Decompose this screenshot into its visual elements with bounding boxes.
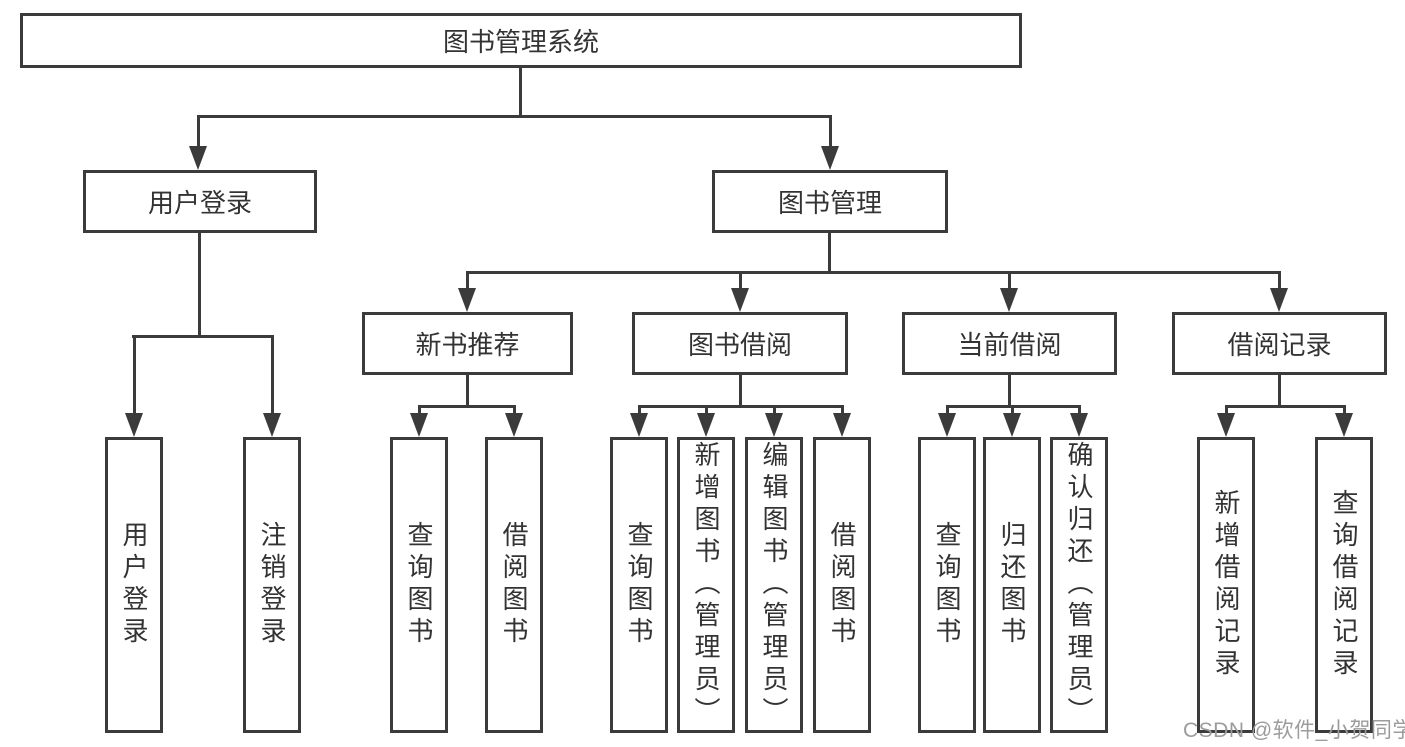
node-label: 查询图书 [404,521,434,649]
connector-line [1278,375,1281,405]
leaf-user-login: 用户登录 [105,437,163,733]
leaf-logout: 注销登录 [243,437,301,733]
node-label: 查询图书 [624,521,654,649]
arrowhead-down-icon [630,413,648,437]
node-user-login: 用户登录 [83,170,317,233]
connector-line [829,115,832,148]
node-label: 注销登录 [257,521,287,649]
connector-line [1008,375,1011,405]
connector-line [1278,271,1281,288]
node-label: 用户登录 [147,188,252,218]
connector-line [841,405,844,413]
connector-line [638,405,641,413]
node-borrow-records: 借阅记录 [1172,312,1387,375]
arrowhead-down-icon [1070,413,1088,437]
connector-line [519,68,522,115]
node-label: 图书管理 [777,188,882,218]
arrowhead-down-icon [765,413,783,437]
arrowhead-down-icon [505,413,523,437]
connector-line [946,405,949,413]
arrowhead-down-icon [1217,413,1235,437]
node-label: 用户登录 [119,521,149,649]
connector-line [271,335,274,413]
connector-line [1225,405,1228,413]
connector-line [418,405,421,413]
node-current-borrow: 当前借阅 [902,312,1117,375]
connector-line [828,233,831,271]
leaf-add-borrow-record: 新增借阅记录 [1197,437,1255,733]
node-label: 借阅图书 [827,521,857,649]
connector-line [133,335,136,413]
arrowhead-down-icon [821,146,839,170]
connector-line [466,271,469,288]
connector-line [418,405,516,408]
leaf-query-books-recommend: 查询图书 [390,437,448,733]
node-label: 新增借阅记录 [1211,489,1241,681]
connector-line [466,271,1280,274]
arrowhead-down-icon [833,413,851,437]
node-label: 图书借阅 [687,330,792,360]
leaf-query-borrow-record: 查询借阅记录 [1315,437,1373,733]
leaf-edit-books-admin: 编辑图书（管理员） [745,437,803,733]
arrowhead-down-icon [1003,413,1021,437]
node-label: 确认归还（管理员） [1064,441,1094,729]
connector-line [197,115,832,118]
arrowhead-down-icon [697,413,715,437]
node-root: 图书管理系统 [20,13,1022,68]
node-new-book-recommend: 新书推荐 [362,312,573,375]
arrowhead-down-icon [458,288,476,312]
node-label: 借阅记录 [1227,330,1332,360]
node-label: 归还图书 [997,521,1027,649]
connector-line [513,405,516,413]
arrowhead-down-icon [125,413,143,437]
connector-line [466,375,469,405]
connector-line [773,405,776,413]
leaf-borrow-books-recommend: 借阅图书 [485,437,543,733]
arrowhead-down-icon [189,146,207,170]
connector-line [132,335,274,338]
connector-line [739,375,742,405]
node-label: 图书管理系统 [442,27,599,57]
node-label: 新书推荐 [415,330,520,360]
connector-line [1008,271,1011,288]
arrowhead-down-icon [1335,413,1353,437]
connector-line [705,405,708,413]
node-label: 借阅图书 [499,521,529,649]
connector-line [198,233,201,335]
leaf-add-books-admin: 新增图书（管理员） [677,437,735,733]
node-label: 新增图书（管理员） [691,441,721,729]
arrowhead-down-icon [263,413,281,437]
node-book-borrow: 图书借阅 [632,312,848,375]
node-book-management: 图书管理 [712,170,948,233]
leaf-query-books-current: 查询图书 [918,437,976,733]
arrowhead-down-icon [1000,288,1018,312]
node-label: 查询图书 [932,521,962,649]
leaf-confirm-return-admin: 确认归还（管理员） [1050,437,1108,733]
connector-line [1343,405,1346,413]
leaf-query-books-borrow: 查询图书 [610,437,668,733]
arrowhead-down-icon [938,413,956,437]
connector-line [1078,405,1081,413]
node-label: 查询借阅记录 [1329,489,1359,681]
leaf-return-books: 归还图书 [983,437,1041,733]
arrowhead-down-icon [731,288,749,312]
connector-line [1225,405,1346,408]
leaf-borrow-books: 借阅图书 [813,437,871,733]
arrowhead-down-icon [1270,288,1288,312]
node-label: 当前借阅 [957,330,1062,360]
watermark: CSDN @软件_小贺同学 [1183,719,1405,742]
connector-line [739,271,742,288]
connector-line [638,405,844,408]
connector-line [197,115,200,148]
node-label: 编辑图书（管理员） [759,441,789,729]
connector-line [1011,405,1014,413]
arrowhead-down-icon [410,413,428,437]
